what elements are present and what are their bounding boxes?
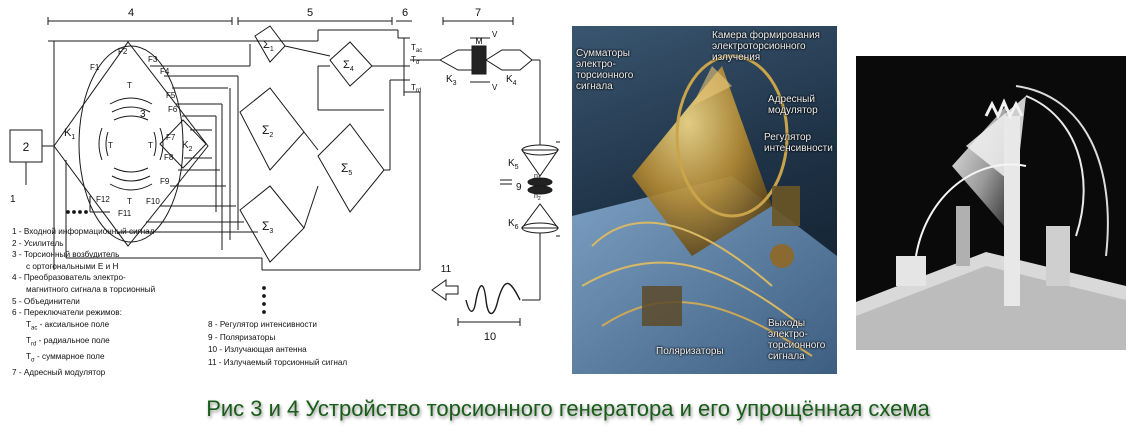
section-10: 10 [484,331,496,343]
k6-label: K6 [508,218,519,231]
k3-label: K3 [446,74,457,87]
photo-annotation-chamber: Камера формирования электроторсионного и… [712,30,820,63]
photo-annotation-outputs: Выходы электро- торсионного сигнала [768,318,826,362]
summator-4 [329,41,373,87]
f-label: F2 [118,47,128,56]
t-label: T [148,141,153,150]
legend-mode: Тac - аксиальное поле [26,319,110,332]
device-photo-drawing [572,54,837,374]
legend-item: 2 - Усилитель [12,238,64,248]
t-label: T [127,81,132,90]
legend-item: 7 - Адресный модулятор [12,368,106,378]
k1-label: K1 [64,127,75,141]
device-photo-bw-drawing [856,85,1126,350]
photo-annotation-address: Адресный модулятор [768,94,818,116]
f-label: F9 [160,177,170,186]
section-4: 4 [128,7,134,19]
amplifier-label: 2 [23,140,30,154]
section-7: 7 [475,7,481,19]
k2-label: K2 [182,140,193,153]
schematic-legend-2: 8 - Регулятор интенсивности 9 - Поляриза… [208,319,368,369]
modulator-label: M [475,36,483,46]
switch-axial-label: Tac [411,43,422,54]
summator-2 [239,87,305,171]
polarizer-label: 9 [516,182,522,193]
p1-label: n1 [534,173,541,182]
input-signal-label: 1 [10,194,16,205]
t-label: T [108,141,113,150]
f-label: F6 [168,105,178,114]
p2-label: n2 [534,193,541,202]
legend-item: магнитного сигнала в торсионный [26,284,156,294]
exciter-label: 3 [140,109,146,120]
legend-mode: Тrd - радиальное поле [26,335,110,348]
photo-annotation-regulator: Регулятор интенсивности [764,132,833,154]
legend-item: 10 - Излучающая антенна [208,345,307,355]
f-label: F7 [166,133,176,142]
figure-caption: Рис 3 и 4 Устройство торсионного генерат… [206,396,930,421]
summator-3-label: Σ3 [262,219,273,235]
summator-5-label: Σ5 [341,161,352,177]
legend-item: 11 - Излучаемый торсионный сигнал [208,357,348,367]
schematic-legend: 1 - Входной информационный сигнал 2 - Ус… [12,226,212,379]
device-photo-annotated: Сумматоры электро- торсионного сигнала К… [572,26,837,374]
summator-1 [254,25,286,63]
v-top-label: V [492,30,498,39]
converter-rhombus [53,41,209,247]
legend-item: 3 - Торсионный возбудитель [12,250,120,260]
t-label: T [127,197,132,206]
f-label: F5 [166,91,176,100]
generator-schematic: 4 5 6 7 8 10 2 1 K1 K2 3 K3 K4 K5 K6 M V… [9,7,560,343]
f-label: F1 [90,63,100,72]
switch-sum-label: Tσ [411,55,420,66]
f-label: F8 [164,153,174,162]
f-label: F4 [160,67,170,76]
legend-item: 4 - Преобразователь электро- [12,273,126,283]
photo-annotation-summators: Сумматоры электро- торсионного сигнала [576,48,634,92]
k5-label: K5 [508,158,519,171]
summator-3 [239,185,305,263]
f-label: F3 [148,55,158,64]
photo-annotation-polarizers: Поляризаторы [656,346,724,357]
section-6: 6 [402,7,408,19]
f-label: F10 [146,197,160,206]
legend-mode: Тσ - суммарное поле [26,352,105,364]
legend-item: 8 - Регулятор интенсивности [208,320,317,329]
legend-item: с ортогональными Е и Н [26,261,119,271]
section-5: 5 [307,7,313,19]
legend-item: 1 - Входной информационный сигнал [12,227,155,236]
summator-1-label: Σ1 [263,39,274,53]
legend-item: 9 - Поляризаторы [208,332,276,342]
f-label: F12 [96,195,110,204]
summator-4-label: Σ4 [343,59,354,73]
output-signal-label: 11 [441,264,452,275]
switch-radial-label: Trd [411,83,421,94]
legend-item: 5 - Объединители [12,296,80,306]
legend-item: 6 - Переключатели режимов: [12,308,122,318]
summator-5 [317,123,385,213]
v-bottom-label: V [492,83,498,92]
k4-label: K4 [506,74,517,87]
device-photo-bw [856,56,1126,350]
f-label: F11 [118,209,132,218]
summator-2-label: Σ2 [262,123,273,139]
